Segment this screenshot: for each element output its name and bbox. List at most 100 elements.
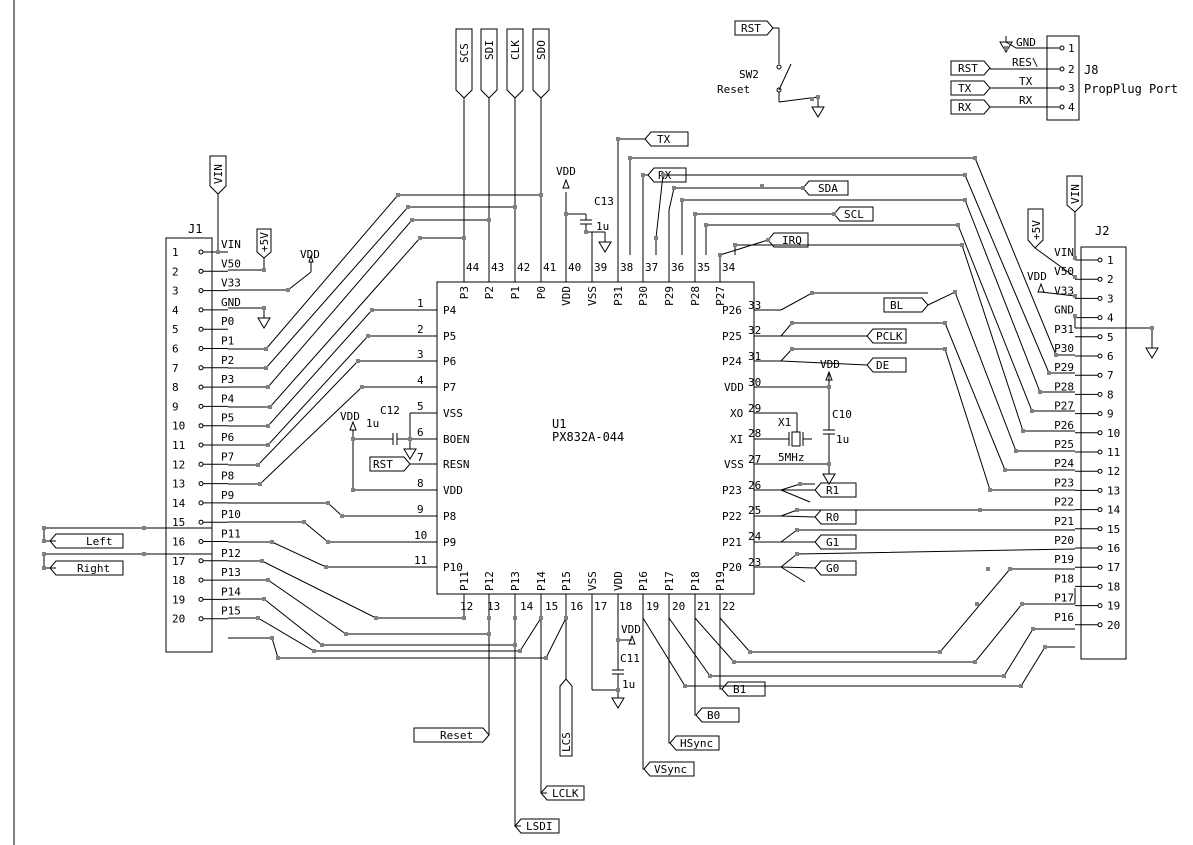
u1-pin-name: P6 <box>443 355 456 368</box>
j1-pin-num: 10 <box>172 420 185 433</box>
j2-pin-name: P22 <box>1054 496 1074 509</box>
u1-pin-name: P24 <box>722 355 742 368</box>
j1-pin-name: P5 <box>221 412 234 425</box>
j1-pin-name: P6 <box>221 431 234 444</box>
j2-pin-num: 1 <box>1107 254 1114 267</box>
u1-pin-num: 2 <box>417 323 424 336</box>
x1-ref: X1 <box>778 416 791 429</box>
j1-pin-name: V33 <box>221 277 241 290</box>
net-label-reset: Reset <box>440 729 473 742</box>
j1-pin-num: 7 <box>172 362 179 375</box>
j2-pin-num: 8 <box>1107 388 1114 401</box>
net-label-bl: BL <box>890 299 904 312</box>
j2-pin-num: 17 <box>1107 561 1120 574</box>
vdd-label: VDD <box>1027 270 1047 283</box>
u1-pin-num: 15 <box>545 600 558 613</box>
j2-pin-num: 12 <box>1107 465 1120 478</box>
j1-ref: J1 <box>188 222 202 236</box>
u1-pin-name: P5 <box>443 330 456 343</box>
u1-pin-num: 40 <box>568 261 581 274</box>
j2-pin-num: 10 <box>1107 427 1120 440</box>
u1-pin-name: VSS <box>586 286 599 306</box>
j1-pin-num: 6 <box>172 343 179 356</box>
j2-pin-num: 6 <box>1107 350 1114 363</box>
u1-pin-name: P21 <box>722 536 742 549</box>
bottom-labels: B1 B0 HSync VSync LCS LCLK LSDI Reset Le… <box>49 456 766 834</box>
net-label-left: Left <box>86 535 113 548</box>
j1-pin-num: 4 <box>172 304 179 317</box>
u1-pin-num: 41 <box>543 261 556 274</box>
u1-pin-name: P14 <box>535 571 548 591</box>
c13-capacitor: C13 1u <box>565 192 614 255</box>
j2-pin-name: P28 <box>1054 380 1074 393</box>
u1-pin-num: 18 <box>619 600 632 613</box>
color-labels: R1 R0 G1 G0 <box>814 482 857 576</box>
j1-pin-name: P15 <box>221 605 241 618</box>
u1-pin-name: P18 <box>689 571 702 591</box>
u1-pin-num: 12 <box>460 600 473 613</box>
u1-pin-num: 16 <box>570 600 583 613</box>
j8-pin-name: RX <box>1019 94 1033 107</box>
u1-pin-name: P1 <box>509 286 522 299</box>
j2-connector: J2 1VIN2V503V334GND5P316P307P298P289P271… <box>1054 224 1127 660</box>
net-label-right: Right <box>77 562 110 575</box>
ground-icon <box>1074 316 1159 359</box>
vdd-label: VDD <box>621 623 641 636</box>
j2-pin-num: 20 <box>1107 619 1120 632</box>
j1-pin-name: P11 <box>221 528 241 541</box>
j8-pin-name: RES\ <box>1012 56 1039 69</box>
u1-pin-num: 28 <box>748 427 761 440</box>
u1-pin-name: P9 <box>443 536 456 549</box>
j2-pin-name: P17 <box>1054 592 1074 605</box>
j1-pin-num: 1 <box>172 246 179 259</box>
net-label-g1: G1 <box>826 536 839 549</box>
j2-pin-name: P16 <box>1054 611 1074 624</box>
ground-icon <box>999 36 1013 53</box>
net-label-sdo: SDO <box>535 40 548 60</box>
u1-pin-num: 38 <box>620 261 633 274</box>
j1-pin-name: P10 <box>221 508 241 521</box>
u1-pin-num: 3 <box>417 348 424 361</box>
j2-pin-name: P30 <box>1054 342 1074 355</box>
c10-ref: C10 <box>832 408 852 421</box>
j1-pin-num: 17 <box>172 555 185 568</box>
net-label-b1: B1 <box>733 683 746 696</box>
j2-pin-name: P26 <box>1054 419 1074 432</box>
j1-pin-name: P1 <box>221 335 234 348</box>
u1-pin-name: P11 <box>458 571 471 591</box>
u1-pin-name: P7 <box>443 381 456 394</box>
u1-pin-num: 29 <box>748 402 761 415</box>
j2-pin-name: P29 <box>1054 361 1074 374</box>
ground-icon <box>257 308 271 329</box>
u1-pin-name: P13 <box>509 571 522 591</box>
vdd-label: VDD <box>820 358 840 371</box>
u1-pin-num: 42 <box>517 261 530 274</box>
net-label-clk: CLK <box>509 40 522 60</box>
j1-pin-name: GND <box>221 296 241 309</box>
u1-pin-name: BOEN <box>443 433 470 446</box>
j8-title: PropPlug Port <box>1084 82 1178 96</box>
net-label-pclk: PCLK <box>876 330 903 343</box>
spi-labels: SCS SDI CLK SDO <box>455 28 550 255</box>
j1-pin-num: 8 <box>172 381 179 394</box>
j1-pin-num: 15 <box>172 516 185 529</box>
u1-pin-num: 23 <box>748 556 761 569</box>
j1-pin-num: 2 <box>172 265 179 278</box>
j2-pin-name: P18 <box>1054 572 1074 585</box>
u1-pin-name: VSS <box>724 458 744 471</box>
j2-pin-num: 5 <box>1107 331 1114 344</box>
u1-pin-num: 39 <box>594 261 607 274</box>
u1-pin-num: 27 <box>748 453 761 466</box>
j2-pin-num: 11 <box>1107 446 1120 459</box>
u1-pin-num: 25 <box>748 504 761 517</box>
u1-pin-num: 33 <box>748 299 761 312</box>
u1-chip: U1 PX832A-044 <box>410 255 781 618</box>
net-label-hsync: HSync <box>680 737 713 750</box>
j1-pin-name: V50 <box>221 257 241 270</box>
u1-pin-name: P20 <box>722 561 742 574</box>
j1-pin-name: P2 <box>221 354 234 367</box>
u1-pin-name: P15 <box>560 571 573 591</box>
net-label-scs: SCS <box>458 43 471 63</box>
u1-pin-name: P28 <box>689 286 702 306</box>
j8-pin-num: 3 <box>1068 82 1075 95</box>
